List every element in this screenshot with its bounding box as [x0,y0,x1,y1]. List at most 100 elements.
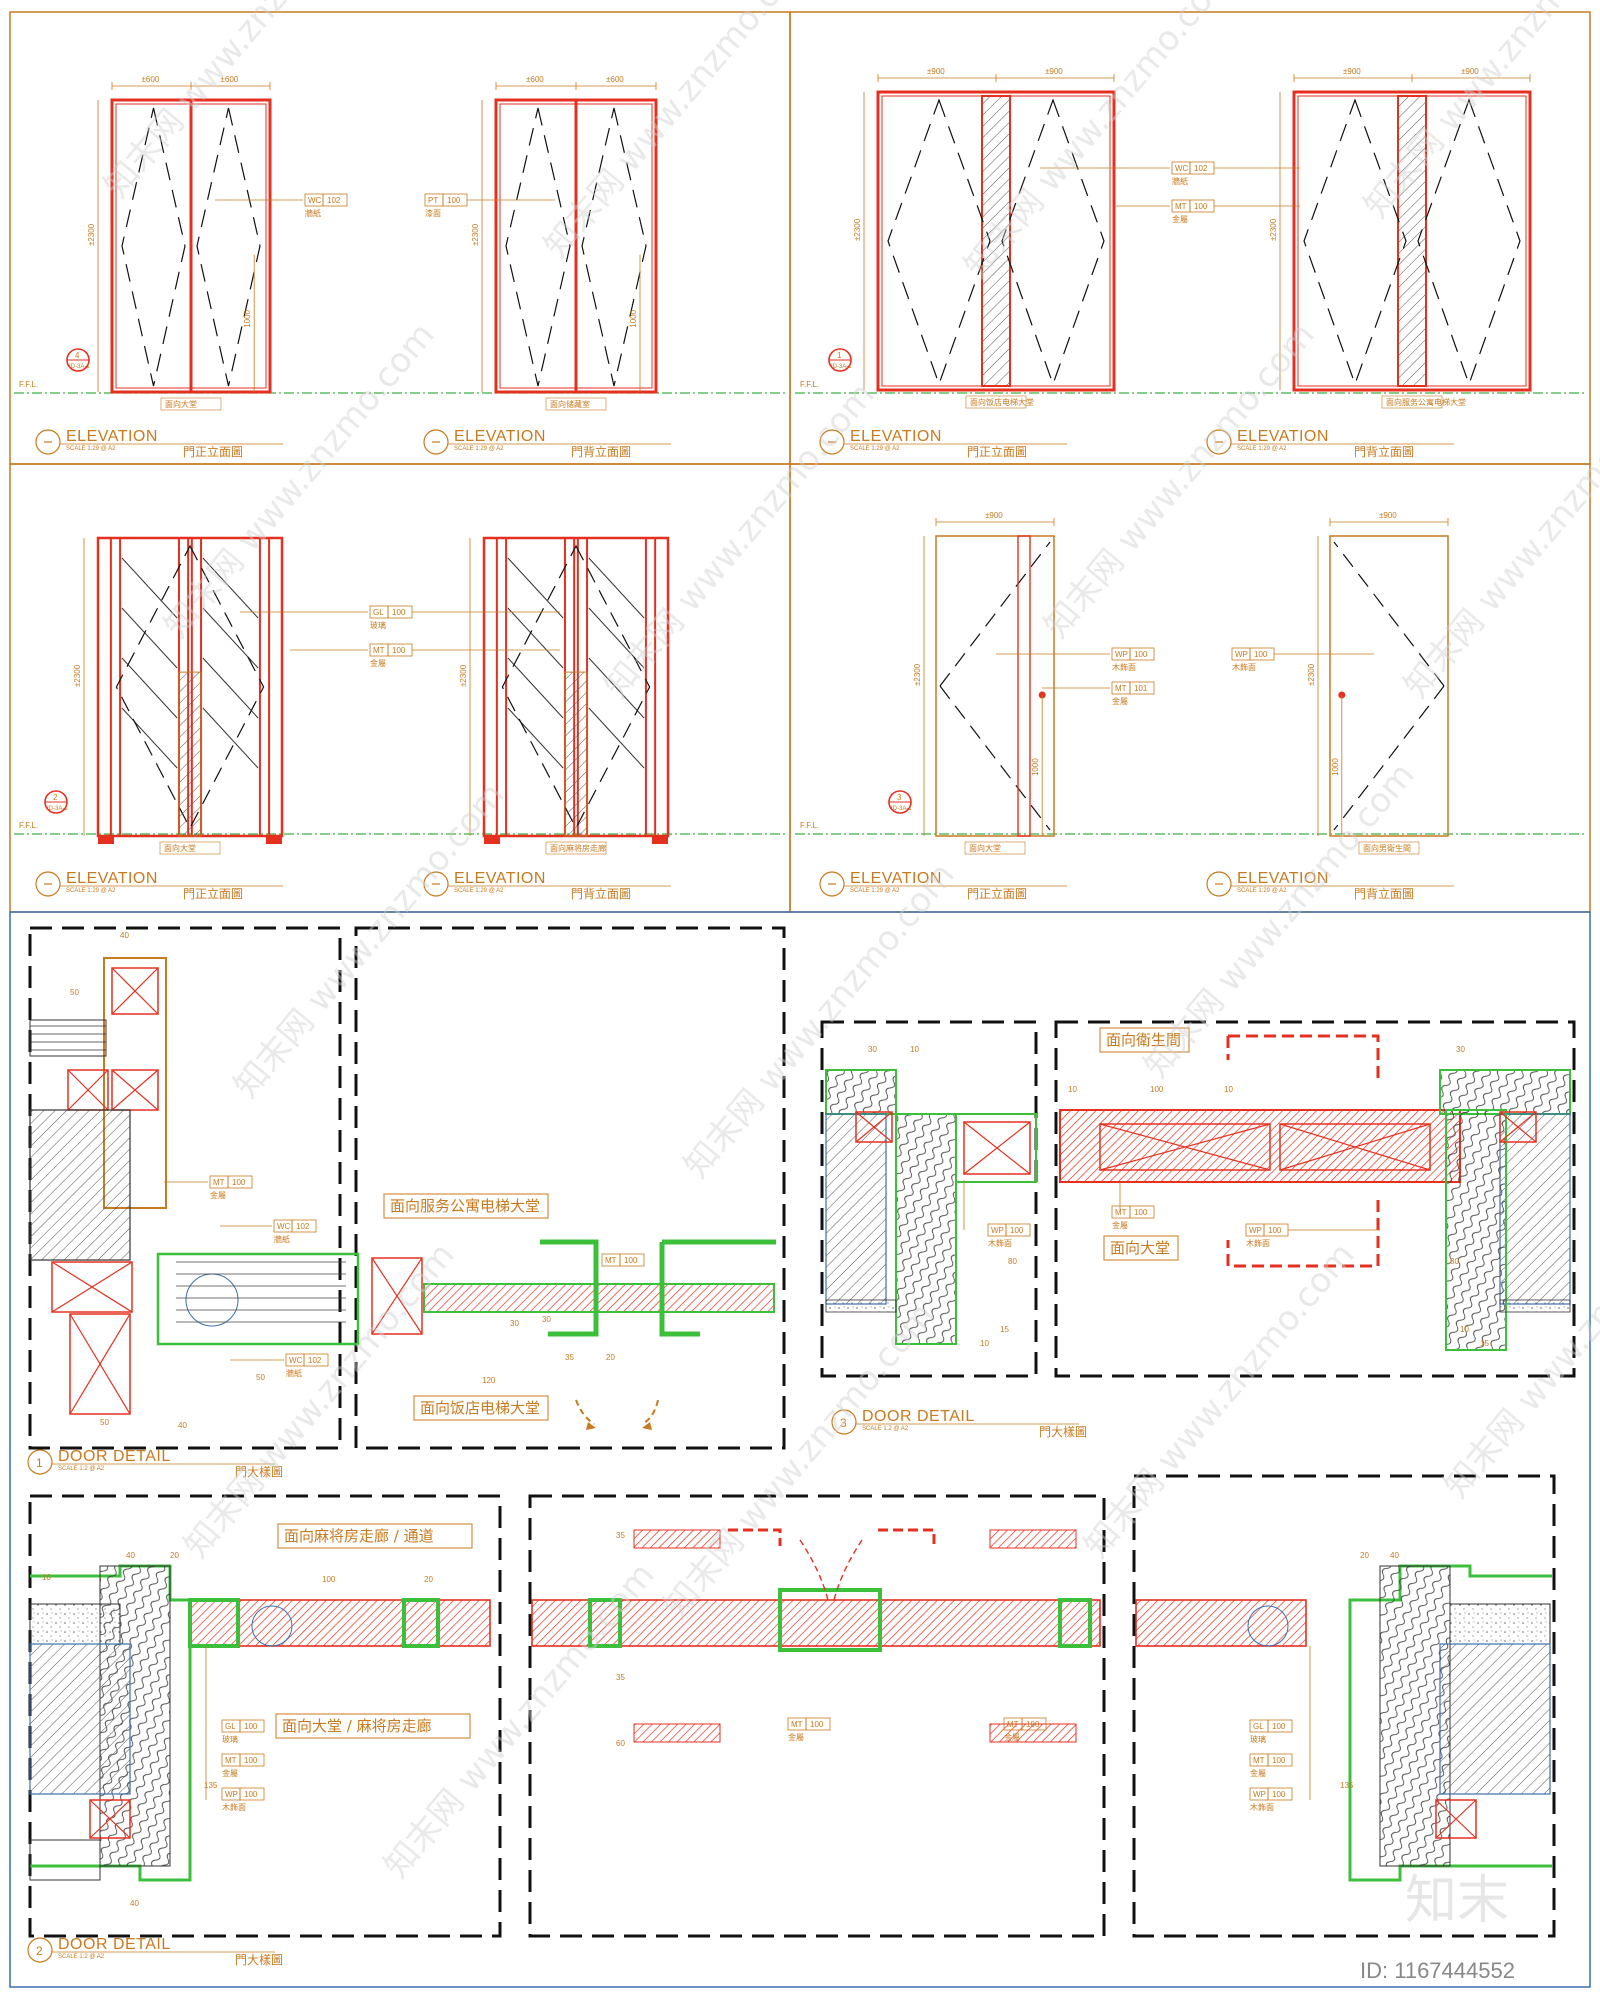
elevation-scale: SCALE 1:29 @ A2 [850,888,900,894]
room-box [1381,395,1443,409]
detail-subtitle: 門大樣圖 [235,1952,283,1967]
height-label: ±2300 [913,663,922,686]
height-label: ±2300 [87,223,96,246]
ffl-label: F.F.L. [800,380,819,389]
tag-num-box [322,193,348,207]
sheet-frames [9,11,1591,1988]
room-label-box [1099,1027,1190,1053]
tag-num-box [227,1175,253,1189]
title-circle [819,429,845,455]
skirting [29,1019,107,1057]
watermark-text: 知末网 www.znzmo.com [656,1295,942,1626]
room-box [545,397,607,411]
blocking-cross [963,1121,1031,1175]
room-label: 面向大堂 [165,399,197,409]
room-label: 面向饭店电梯大堂 [970,397,1034,407]
skirting [29,1839,101,1881]
room-label: 面向服务公寓电梯大堂 [1386,397,1466,407]
glass-reflection [507,607,564,669]
tag-number: 100 [244,1722,258,1731]
door-leaf [1059,1109,1461,1183]
frame-profile [188,1598,440,1648]
dimension-label: 100 [1150,1085,1164,1094]
blocking-box [1099,1123,1271,1171]
glass-reflection [202,557,259,619]
blocking-cross [67,1069,109,1111]
room-label-box [413,1395,549,1421]
blocking-box [69,1313,131,1415]
room-label-large: 面向大堂 / 麻将房走廊 [282,1717,432,1735]
dimension-label: 120 [482,1376,496,1385]
dimension-label: 35 [565,1353,574,1362]
tag-code: MT [1007,1720,1019,1729]
dimension-label: 50 [70,988,79,997]
blocking-box [111,967,159,1015]
pivot-base [266,836,282,844]
tag-num-box [239,1753,265,1767]
dimension-label: 40 [126,1551,135,1560]
architrave [1439,1069,1571,1115]
glass-reflection [121,607,178,669]
tag-code: WC [308,196,322,205]
detail-viewport [820,1020,1038,1378]
ffl-label: F.F.L. [19,380,38,389]
elevation-title: ELEVATION [850,870,942,887]
section-number: 4 [75,351,80,360]
tag-code: WP [991,1226,1004,1235]
room-label-large: 面向服务公寓电梯大堂 [390,1197,540,1215]
height-label: ±2300 [459,664,468,687]
watermark-text: 知末网 www.znzmo.com [596,375,882,706]
detail-subtitle: 門大樣圖 [1039,1424,1087,1439]
height-label: ±2300 [471,223,480,246]
dimension-label: 60 [616,1739,625,1748]
glass-reflection [588,657,645,719]
tag-number: 100 [1134,650,1148,659]
room-label-box [1103,1235,1179,1261]
elevation-title: ELEVATION [454,428,546,445]
tag-material: 玻璃 [222,1734,238,1744]
room-label-box [277,1523,473,1549]
dimension-label: ±600 [606,75,624,84]
blocking-cross [1279,1123,1431,1171]
elevation-scale: SCALE 1:29 @ A2 [66,446,116,452]
elevation-scale: SCALE 1:29 @ A2 [1237,888,1287,894]
tag-code: PT [428,196,438,205]
elevation-subtitle: 門正立面圖 [967,886,1027,901]
tag-number: 102 [1194,164,1208,173]
tag-code: WP [1235,650,1248,659]
dimension-label: 40 [120,931,129,940]
blocking-cross [89,1799,131,1839]
watermark-text: 知末网 www.znzmo.com [1076,1235,1362,1566]
tag-number: 102 [308,1356,322,1365]
room-label-large: 面向大堂 [1110,1239,1170,1257]
center-stile [1397,95,1427,387]
jamb-outline [1348,1564,1552,1882]
door-frame [1329,535,1449,837]
room-label-large: 面向衛生間 [1106,1031,1181,1049]
room-label-large: 面向麻将房走廊 / 通道 [284,1527,434,1545]
concrete-wall [29,1109,131,1261]
tag-num-box [1267,1787,1293,1801]
swing-diamond [501,544,651,830]
elevation-scale: SCALE 1:29 @ A2 [850,446,900,452]
room-label: 面向大堂 [969,843,1001,853]
blocking-box [1435,1799,1477,1839]
pivot-base [98,836,114,844]
tag-num-box [1005,1223,1031,1237]
dimension-label: 40 [130,1899,139,1908]
plaster-layer [1449,1603,1551,1645]
room-box [160,397,222,411]
pivot-circle [1247,1605,1289,1647]
height-label: ±2300 [1307,663,1316,686]
tag-number: 100 [1026,1720,1040,1729]
dimension-label: 10 [910,1045,919,1054]
glass-reflection [121,657,178,719]
